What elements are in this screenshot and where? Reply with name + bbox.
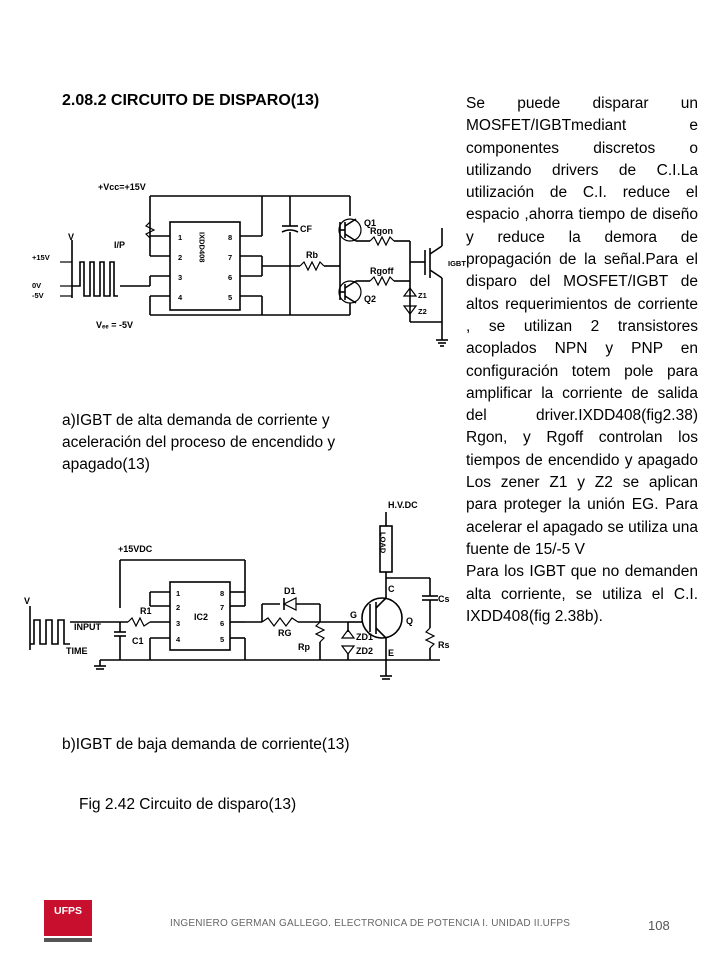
vcc-label: +Vcc=+15V (98, 182, 146, 192)
plus15-label: +15V (32, 253, 50, 262)
pin-a-6: 6 (228, 273, 232, 282)
footer-text: INGENIERO GERMAN GALLEGO. ELECTRONICA DE… (170, 918, 571, 929)
pin-b-8: 8 (220, 589, 224, 598)
d1-label: D1 (284, 586, 296, 596)
cs-label: Cs (438, 594, 450, 604)
rg-label: RG (278, 628, 292, 638)
zero-label: 0V (32, 281, 41, 290)
body-paragraph-1: Se puede disparar un MOSFET/IGBTmediant … (466, 95, 698, 558)
ic-a-label: IXDD408 (198, 232, 207, 262)
pin-a-4: 4 (178, 293, 183, 302)
rs-label: Rs (438, 640, 450, 650)
rb-label: Rb (306, 250, 318, 260)
page-number: 108 (648, 918, 670, 933)
pin-a-2: 2 (178, 253, 182, 262)
ic2-label: IC2 (194, 612, 208, 622)
rgon-label: Rgon (370, 226, 393, 236)
body-paragraph-2: Para los IGBT que no demanden alta corri… (466, 563, 698, 625)
r1-label: R1 (140, 606, 152, 616)
vee-label: Vₑₑ = -5V (96, 320, 133, 330)
z2-label: Z2 (418, 307, 427, 316)
pin-a-7: 7 (228, 253, 232, 262)
e-label: E (388, 648, 394, 658)
rp-label: Rp (298, 642, 310, 652)
g-label: G (350, 610, 357, 620)
caption-a: a)IGBT de alta demanda de corriente y ac… (62, 412, 336, 473)
c1-label: C1 (132, 636, 144, 646)
c-label: C (388, 584, 395, 594)
section-heading: 2.08.2 CIRCUITO DE DISPARO(13) (62, 92, 320, 109)
zd2-label: ZD2 (356, 646, 373, 656)
q-label: Q (406, 616, 413, 626)
time-label: TIME (66, 646, 88, 656)
pin-a-5: 5 (228, 293, 232, 302)
pin-b-4: 4 (176, 635, 181, 644)
vdc-label: +15VDC (118, 544, 153, 554)
pin-b-1: 1 (176, 589, 180, 598)
pin-b-6: 6 (220, 619, 224, 628)
rgoff-label: Rgoff (370, 266, 394, 276)
minus5-label: -5V (32, 291, 44, 300)
pin-b-2: 2 (176, 603, 180, 612)
cf-label: CF (300, 224, 312, 234)
pin-b-7: 7 (220, 603, 224, 612)
ip-label: I/P (114, 240, 125, 250)
v-label: V (68, 232, 74, 242)
q1-label: Q1 (364, 218, 376, 228)
caption-b: b)IGBT de baja demanda de corriente(13) (62, 736, 350, 753)
hvdc-label: H.V.DC (388, 500, 418, 510)
zd1-label: ZD1 (356, 632, 373, 642)
pin-a-1: 1 (178, 233, 182, 242)
ufps-logo: UFPS (44, 900, 92, 942)
input-label: INPUT (74, 622, 102, 632)
pin-b-5: 5 (220, 635, 224, 644)
q2-label: Q2 (364, 294, 376, 304)
igbt-label: IGBT (448, 259, 466, 268)
load-label: LOAD (379, 532, 388, 554)
pin-a-3: 3 (178, 273, 182, 282)
body-text: Se puede disparar un MOSFET/IGBTmediant … (466, 93, 698, 628)
pin-a-8: 8 (228, 233, 232, 242)
pin-b-3: 3 (176, 619, 180, 628)
logo-text: UFPS (54, 905, 82, 917)
z1-label: Z1 (418, 291, 427, 300)
figure-caption: Fig 2.42 Circuito de disparo(13) (79, 796, 297, 813)
v-b-label: V (24, 596, 30, 606)
